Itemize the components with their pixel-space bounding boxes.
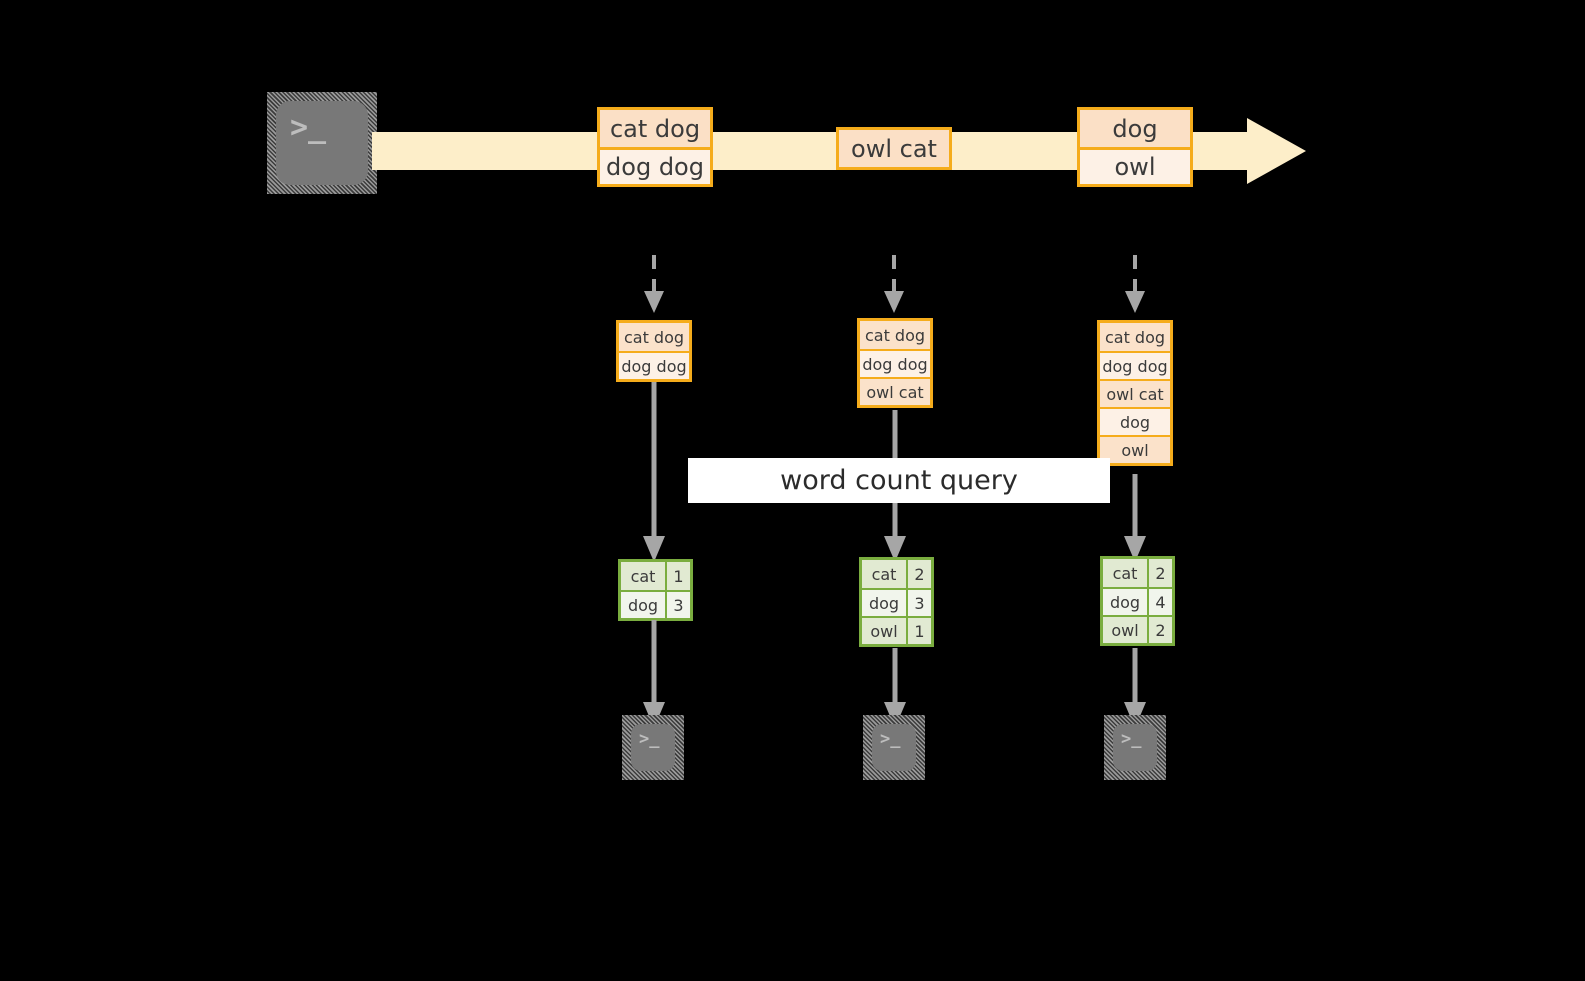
- result-count: 2: [1147, 617, 1172, 643]
- record-line: owl cat: [839, 130, 949, 167]
- result-count: 4: [1147, 589, 1172, 615]
- ingest-arrow-3: [1121, 255, 1149, 317]
- state-line: owl: [1100, 435, 1170, 463]
- result-word: cat: [621, 562, 665, 590]
- table-row: dog 3: [621, 590, 690, 618]
- query-arrow-3: [1121, 474, 1149, 564]
- state-snapshot-2: cat dog dog dog owl cat: [857, 318, 933, 408]
- state-line: dog: [1100, 407, 1170, 435]
- state-snapshot-1: cat dog dog dog: [616, 320, 692, 382]
- state-line: dog dog: [619, 351, 689, 379]
- state-line: cat dog: [1100, 323, 1170, 351]
- state-line: owl cat: [1100, 379, 1170, 407]
- terminal-prompt-glyph: >_: [1121, 729, 1142, 749]
- query-label: word count query: [688, 458, 1110, 503]
- state-line: dog dog: [1100, 351, 1170, 379]
- table-row: cat 1: [621, 562, 690, 590]
- output-arrow-1: [640, 620, 668, 730]
- table-row: owl 1: [862, 616, 931, 644]
- terminal-screen: >_: [1113, 724, 1157, 771]
- source-terminal-icon: >_: [267, 92, 377, 194]
- table-row: dog 4: [1103, 587, 1172, 615]
- terminal-screen: >_: [872, 724, 916, 771]
- result-word: owl: [862, 618, 906, 644]
- result-table-2: cat 2 dog 3 owl 1: [859, 557, 934, 647]
- state-line: cat dog: [619, 323, 689, 351]
- terminal-screen: >_: [631, 724, 675, 771]
- result-count: 3: [665, 592, 690, 618]
- table-row: owl 2: [1103, 615, 1172, 643]
- terminal-prompt-glyph: >_: [290, 110, 327, 145]
- result-table-3: cat 2 dog 4 owl 2: [1100, 556, 1175, 646]
- result-word: dog: [1103, 589, 1147, 615]
- sink-terminal-1: >_: [622, 715, 684, 780]
- result-word: cat: [862, 560, 906, 588]
- state-line: dog dog: [860, 349, 930, 377]
- result-word: cat: [1103, 559, 1147, 587]
- sink-terminal-3: >_: [1104, 715, 1166, 780]
- result-word: owl: [1103, 617, 1147, 643]
- result-word: dog: [862, 590, 906, 616]
- table-row: cat 2: [1103, 559, 1172, 587]
- stream-record-2: owl cat: [836, 127, 952, 170]
- record-line: dog dog: [600, 147, 710, 184]
- record-line: cat dog: [600, 110, 710, 147]
- stream-record-1: cat dog dog dog: [597, 107, 713, 187]
- result-count: 2: [906, 560, 931, 588]
- result-count: 1: [665, 562, 690, 590]
- stream-record-3: dog owl: [1077, 107, 1193, 187]
- result-word: dog: [621, 592, 665, 618]
- record-line: owl: [1080, 147, 1190, 184]
- table-row: dog 3: [862, 588, 931, 616]
- sink-terminal-2: >_: [863, 715, 925, 780]
- result-table-1: cat 1 dog 3: [618, 559, 693, 621]
- terminal-prompt-glyph: >_: [639, 729, 660, 749]
- state-line: owl cat: [860, 377, 930, 405]
- table-row: cat 2: [862, 560, 931, 588]
- terminal-prompt-glyph: >_: [880, 729, 901, 749]
- result-count: 2: [1147, 559, 1172, 587]
- record-line: dog: [1080, 110, 1190, 147]
- state-line: cat dog: [860, 321, 930, 349]
- ingest-arrow-1: [640, 255, 668, 317]
- ingest-arrow-2: [880, 255, 908, 317]
- terminal-screen: >_: [276, 101, 368, 185]
- query-arrow-1: [640, 382, 668, 564]
- result-count: 3: [906, 590, 931, 616]
- result-count: 1: [906, 618, 931, 644]
- state-snapshot-3: cat dog dog dog owl cat dog owl: [1097, 320, 1173, 466]
